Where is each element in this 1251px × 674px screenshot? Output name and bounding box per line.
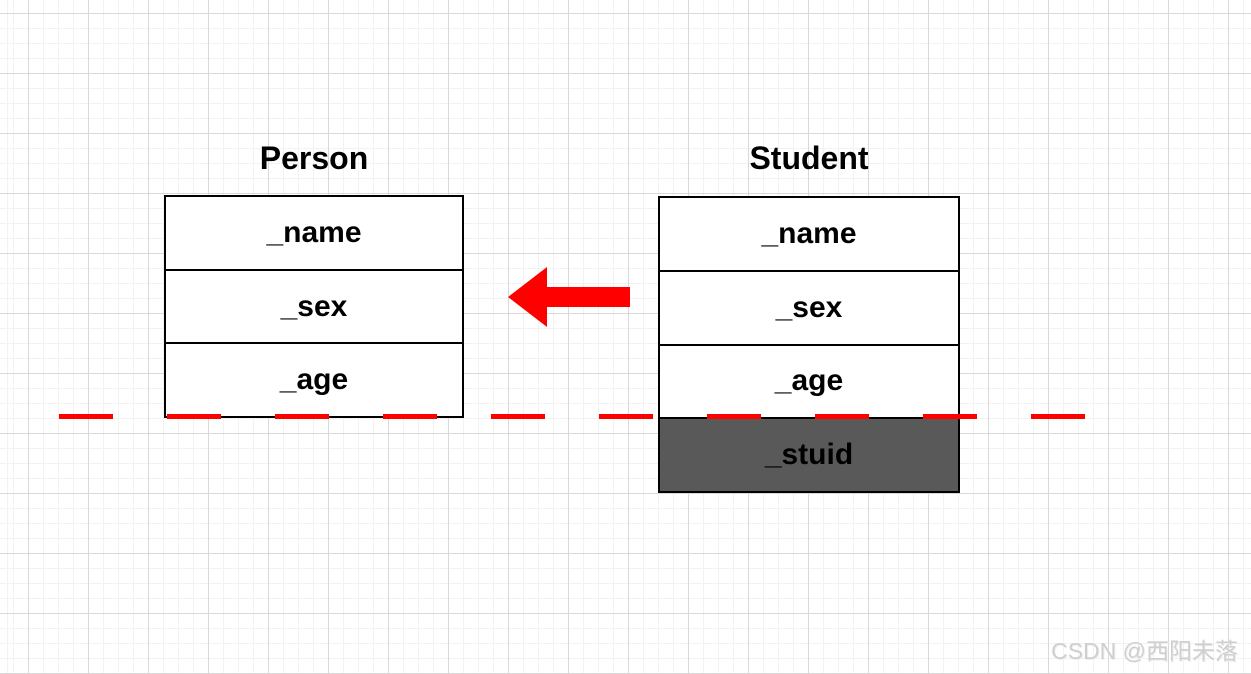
- student-field-stuid: _stuid: [660, 417, 958, 491]
- person-field-sex: _sex: [166, 268, 462, 343]
- student-field-age: _age: [660, 343, 958, 418]
- student-class-box: _name _sex _age _stuid: [658, 196, 960, 493]
- student-field-sex: _sex: [660, 269, 958, 344]
- person-class-title: Person: [259, 140, 369, 176]
- person-field-age: _age: [166, 342, 462, 416]
- left-arrow-icon: [508, 267, 630, 327]
- person-field-name: _name: [266, 215, 362, 249]
- person-class-box: _name _sex _age: [164, 195, 464, 418]
- student-field-name: _name: [761, 216, 857, 250]
- student-class-title: Student: [749, 140, 869, 176]
- slice-dashed-line: [59, 414, 1086, 419]
- csdn-watermark: CSDN @西阳未落: [1051, 638, 1238, 664]
- left-arrow-shape: [508, 267, 630, 327]
